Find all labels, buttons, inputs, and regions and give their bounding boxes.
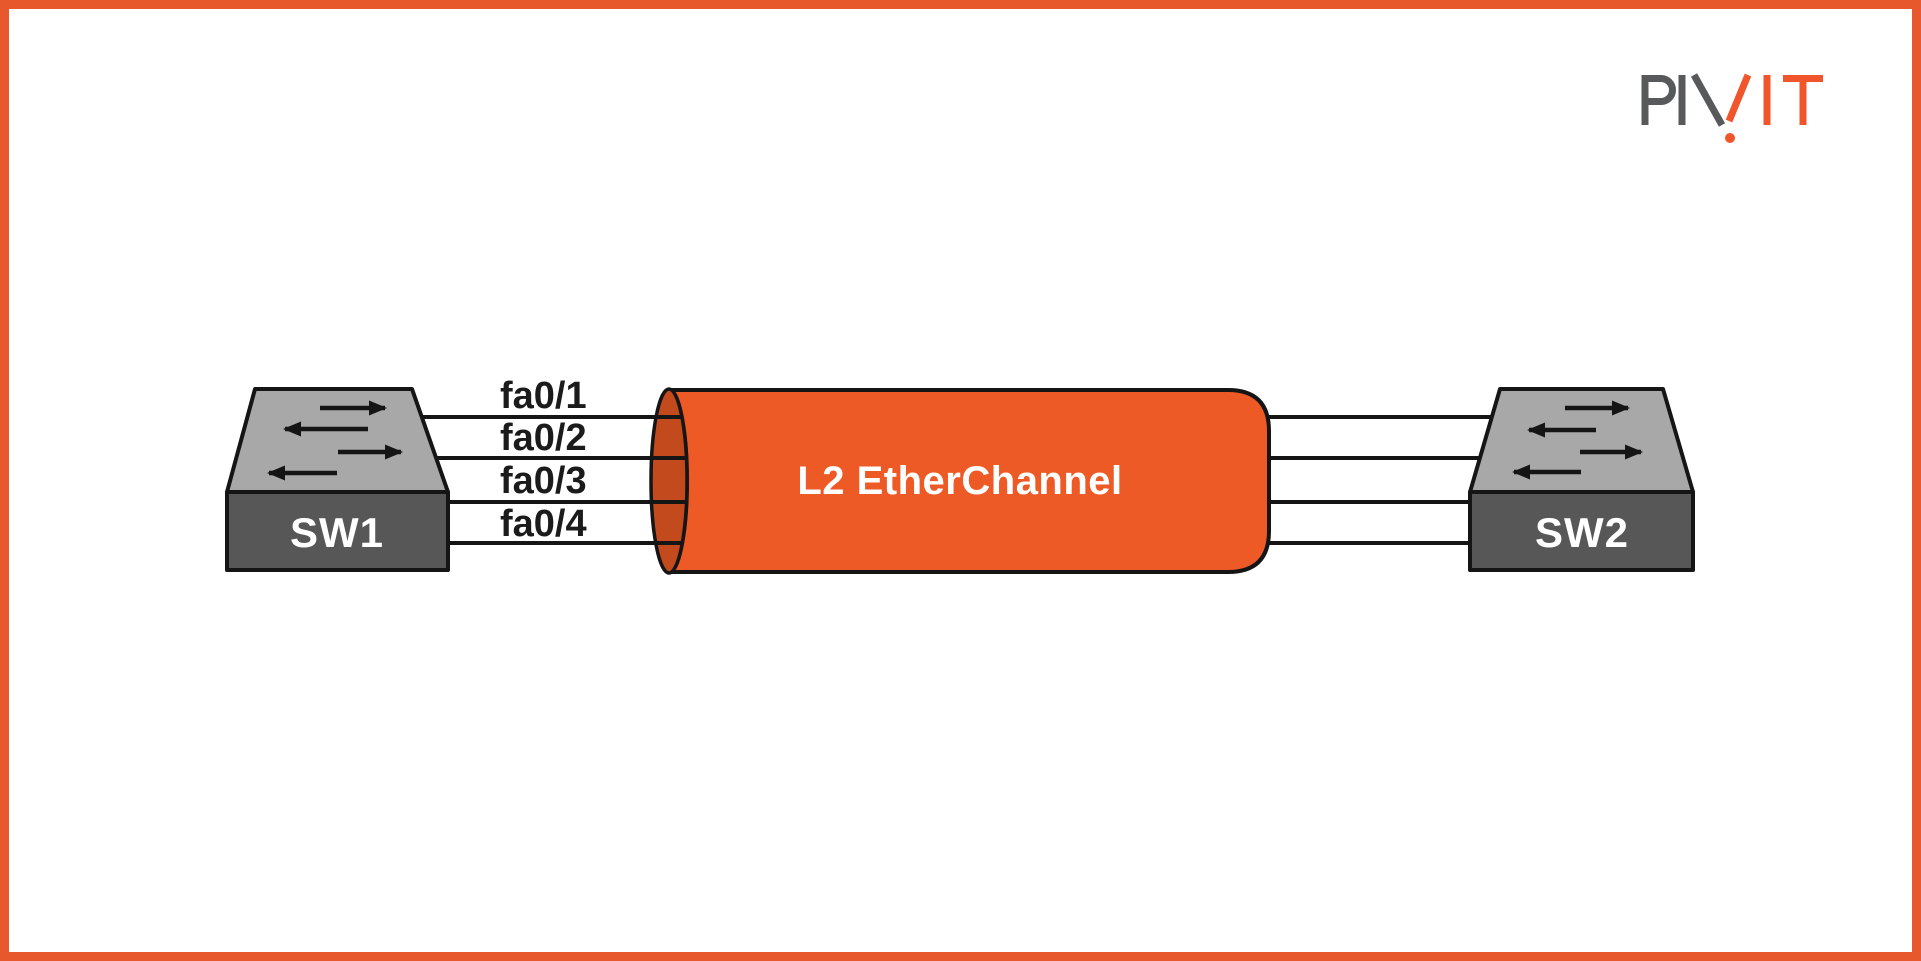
logo-letter-t	[1783, 75, 1823, 125]
port-label-fa0-4: fa0/4	[500, 503, 587, 545]
sw2-traffic-arrows	[1512, 400, 1643, 480]
sw1-top-face	[225, 387, 450, 494]
port-label-fa0-1: fa0/1	[500, 375, 587, 417]
link-lines-left	[405, 415, 687, 545]
port-label-fa0-3: fa0/3	[500, 460, 587, 502]
sw1-traffic-arrows	[267, 400, 403, 481]
sw1-front-face	[225, 490, 450, 572]
etherchannel-cylinder	[649, 387, 1271, 575]
sw2-front-face	[1468, 490, 1695, 572]
logo-letter-v-right	[1725, 73, 1752, 123]
switch-sw2: SW2	[1468, 387, 1695, 572]
logo-letter-v-left	[1690, 73, 1726, 127]
sw2-top-face	[1468, 387, 1695, 494]
pivit-logo: PIVIT	[1641, 73, 1823, 143]
etherchannel-label: L2 EtherChannel	[797, 459, 1122, 503]
sw1-label: SW1	[290, 509, 384, 556]
logo-dot-icon	[1725, 133, 1735, 143]
link-lines-right	[1240, 415, 1512, 545]
switch-sw1: SW1	[225, 387, 450, 572]
cylinder-left-cap	[649, 387, 689, 575]
sw2-label: SW2	[1535, 509, 1629, 556]
port-label-fa0-2: fa0/2	[500, 417, 587, 459]
port-labels: fa0/1 fa0/2 fa0/3 fa0/4	[500, 375, 587, 545]
logo-letter-p	[1641, 75, 1676, 125]
